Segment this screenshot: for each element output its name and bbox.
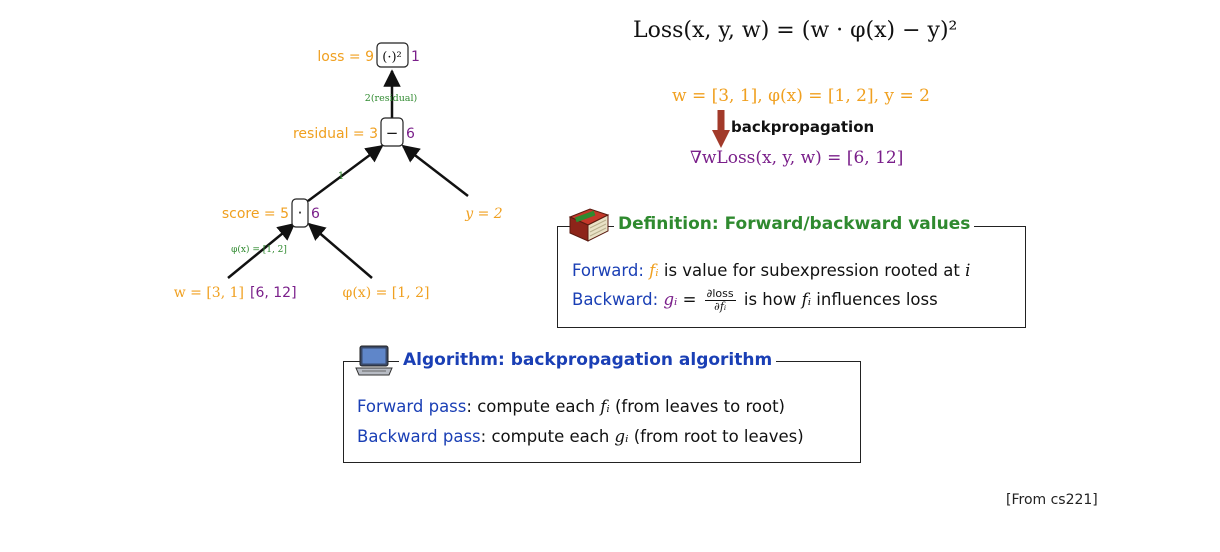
node-loss-op: (·)²	[382, 50, 402, 65]
edge-y-to-residual	[401, 144, 469, 197]
definition-backward-text-1: is how	[743, 290, 797, 309]
fraction-numerator: ∂loss	[704, 287, 736, 301]
definition-backward-term: Backward:	[572, 290, 659, 309]
node-residual-op: −	[386, 124, 399, 142]
down-arrow-icon	[712, 110, 730, 148]
definition-forward-i: i	[965, 261, 971, 280]
definition-forward-term: Forward:	[572, 261, 644, 280]
score-backward-value: 6	[311, 206, 320, 222]
definition-forward-text: is value for subexpression rooted at	[663, 261, 960, 280]
fraction-denominator: ∂fᵢ	[714, 300, 727, 313]
definition-box	[557, 226, 1026, 328]
edge-label-residual: 2(residual)	[365, 93, 417, 104]
attribution: [From cs221]	[1006, 492, 1098, 508]
algorithm-backward-var: gᵢ	[614, 427, 629, 446]
w-forward-label: w = [3, 1]	[174, 285, 244, 301]
algorithm-backward-text-1: : compute each	[480, 427, 610, 446]
node-residual	[380, 117, 404, 147]
residual-backward-value: 6	[406, 126, 415, 142]
residual-forward-label: residual = 3	[293, 126, 378, 142]
laptop-icon	[355, 345, 393, 376]
edge-score-to-residual	[307, 144, 384, 203]
edge-w-to-score	[227, 222, 296, 279]
w-backward-value: [6, 12]	[250, 285, 297, 301]
loss-forward-label: loss = 9	[317, 49, 374, 65]
algorithm-backward-text-2: (from root to leaves)	[633, 427, 804, 446]
definition-backward-var: gᵢ	[663, 290, 678, 309]
definition-backward-var2: fᵢ	[801, 290, 812, 309]
definition-fraction: ∂loss ∂fᵢ	[704, 287, 736, 313]
algorithm-forward-text-2: (from leaves to root)	[614, 397, 785, 416]
node-score-op: ·	[298, 204, 303, 222]
algorithm-forward-line: Forward pass: compute each fᵢ (from leav…	[357, 397, 785, 416]
phi-forward-label: φ(x) = [1, 2]	[343, 285, 430, 301]
algorithm-title: Algorithm: backpropagation algorithm	[399, 350, 777, 370]
edge-phi-to-score	[307, 222, 373, 279]
algorithm-forward-text-1: : compute each	[466, 397, 596, 416]
backpropagation-label: backpropagation	[731, 118, 875, 136]
book-icon	[568, 208, 610, 242]
loss-backward-value: 1	[411, 49, 420, 65]
definition-backward-text-2: influences loss	[816, 290, 938, 309]
algorithm-backward-term: Backward pass	[357, 427, 481, 446]
algorithm-backward-line: Backward pass: compute each gᵢ (from roo…	[357, 427, 804, 446]
definition-forward-var: fᵢ	[649, 261, 659, 280]
definition-backward-line: Backward: gᵢ = ∂loss ∂fᵢ is how fᵢ influ…	[572, 288, 938, 313]
edge-label-w: φ(x) = [1, 2]	[231, 244, 287, 255]
loss-formula: Loss(x, y, w) = (w · φ(x) − y)²	[633, 18, 958, 43]
algorithm-forward-term: Forward pass	[357, 397, 467, 416]
node-score	[291, 198, 309, 228]
score-forward-label: score = 5	[222, 206, 289, 222]
node-loss	[376, 42, 409, 68]
algorithm-forward-var: fᵢ	[600, 397, 610, 416]
definition-forward-line: Forward: fᵢ is value for subexpression r…	[572, 261, 970, 280]
definition-backward-eq: =	[682, 290, 697, 309]
computation-graph: (·)² − · loss = 9 residual = 3 score = 5…	[174, 42, 503, 301]
definition-title: Definition: Forward/backward values	[614, 214, 975, 234]
given-values: w = [3, 1], φ(x) = [1, 2], y = 2	[672, 86, 930, 106]
y-forward-label: y = 2	[464, 206, 503, 222]
edge-label-score: 1	[338, 171, 344, 182]
gradient-result: ∇wLoss(x, y, w) = [6, 12]	[690, 148, 904, 168]
